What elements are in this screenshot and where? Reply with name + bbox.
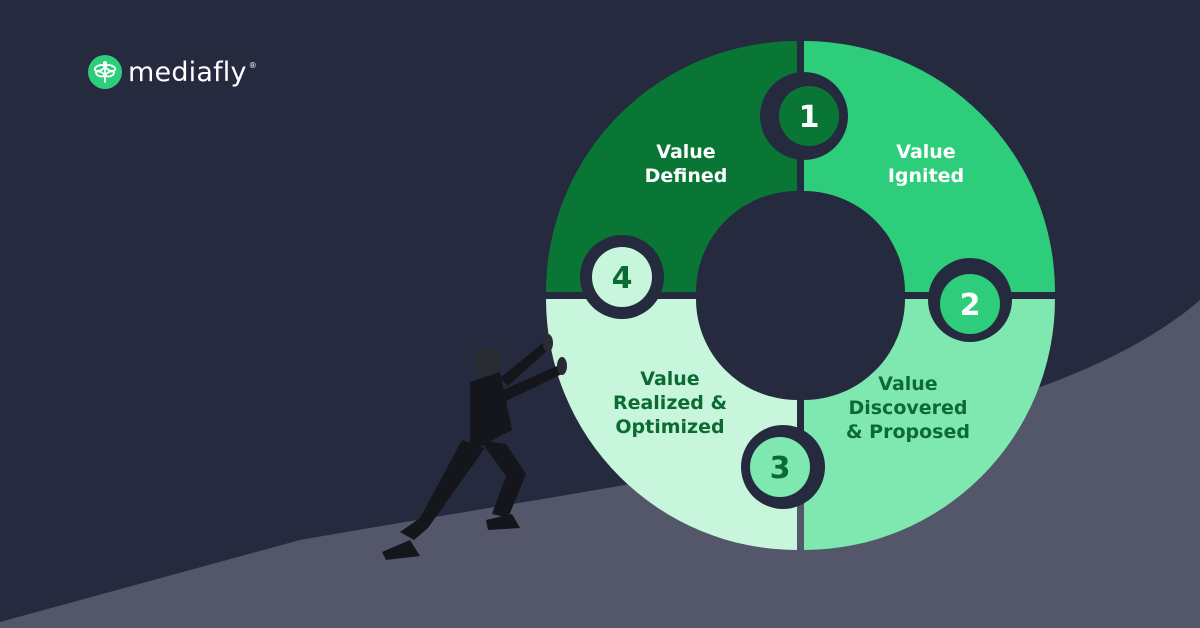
segment-4-line-1: Value: [656, 141, 715, 163]
segment-1-line-1: Value: [896, 141, 955, 163]
segment-2-line-3: & Proposed: [846, 421, 970, 443]
brand-logo[interactable]: mediafly ®: [88, 55, 257, 89]
badge-3: [750, 437, 810, 497]
step-number-1: 1: [799, 100, 820, 135]
brand-wordmark: mediafly: [128, 56, 247, 88]
segment-1-shape: [804, 41, 1055, 292]
segment-3-line-3: Optimized: [615, 416, 724, 438]
segment-1-label: Value Ignited: [888, 141, 964, 187]
step-number-4: 4: [612, 261, 633, 296]
segment-2-line-2: Discovered: [848, 397, 967, 419]
segment-4-label: Value Defined: [645, 141, 728, 187]
segment-4-line-2: Defined: [645, 165, 728, 187]
segment-4-shape: [546, 41, 797, 292]
hill-slope: [0, 300, 1200, 628]
badge-2: [940, 274, 1000, 334]
segment-3-label: Value Realized & Optimized: [613, 368, 727, 438]
segment-3-shape: [546, 299, 797, 550]
step-number-2: 2: [960, 288, 981, 323]
badge-4: [592, 247, 652, 307]
segment-2-label: Value Discovered & Proposed: [846, 373, 970, 443]
dragonfly-logo-icon: [88, 55, 122, 89]
segment-3-line-2: Realized &: [613, 392, 727, 414]
businessman-pushing-illustration: [382, 334, 567, 560]
segment-2-shape: [804, 299, 1055, 550]
segment-3-line-1: Value: [640, 368, 699, 390]
trademark-symbol: ®: [248, 61, 257, 70]
badge-1: [779, 86, 839, 146]
segment-2-line-1: Value: [878, 373, 937, 395]
step-number-3: 3: [770, 451, 791, 486]
segment-1-line-2: Ignited: [888, 165, 964, 187]
